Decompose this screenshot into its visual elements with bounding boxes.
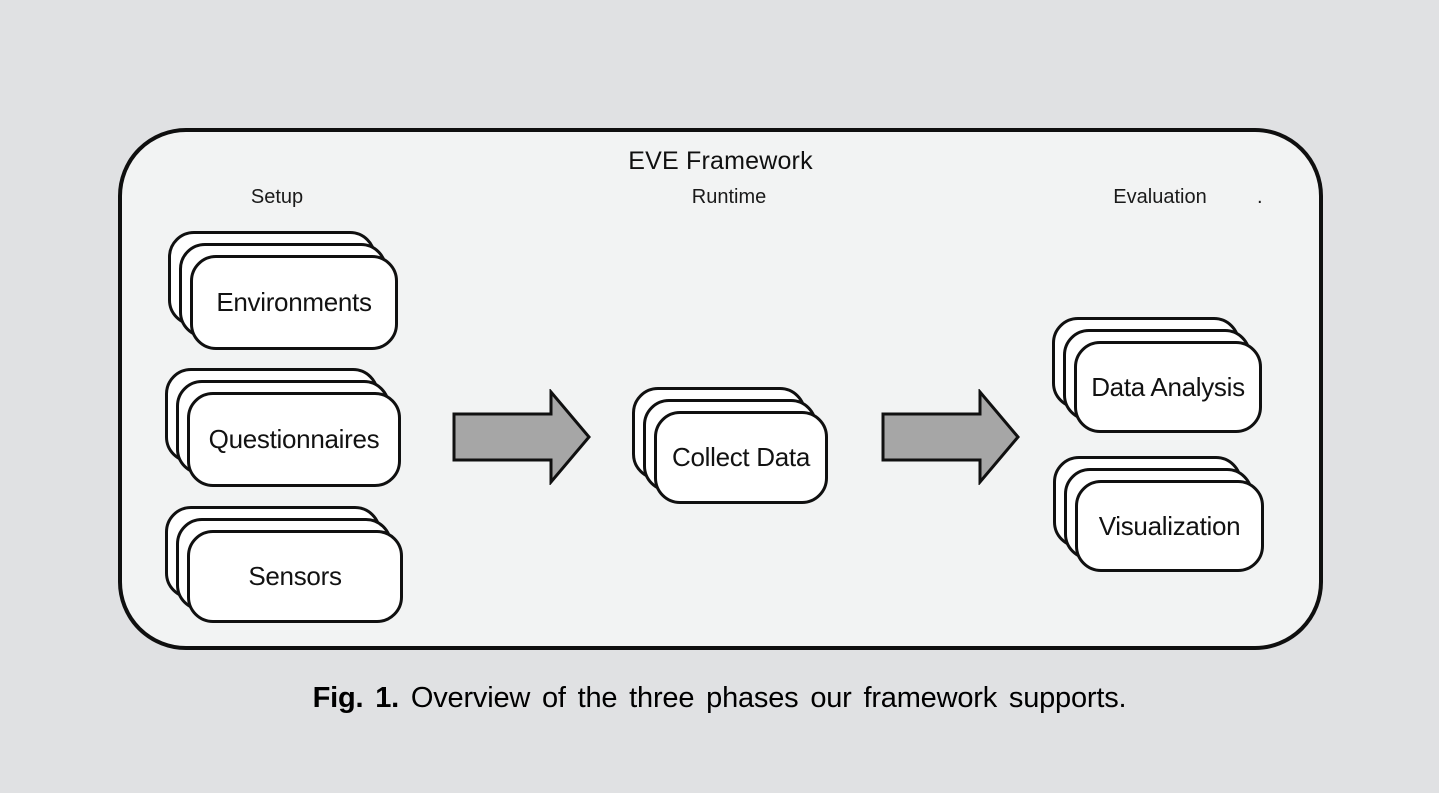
- stack-card-front: Sensors: [187, 530, 403, 623]
- stack-card-front: Collect Data: [654, 411, 828, 504]
- node-label-visualization: Visualization: [1098, 510, 1241, 541]
- stack-card-front: Questionnaires: [187, 392, 401, 487]
- phase-label-setup: Setup: [250, 186, 304, 208]
- stack-card-front: Visualization: [1075, 480, 1264, 572]
- diagram-title: EVE Framework: [628, 147, 813, 175]
- node-stack-questionnaires: Questionnaires: [165, 368, 401, 487]
- figure-caption-label: Fig. 1.: [312, 682, 400, 714]
- node-label-collect-data: Collect Data: [671, 442, 811, 472]
- node-label-sensors: Sensors: [248, 561, 342, 591]
- arrow-setup-to-runtime-icon: [452, 389, 591, 485]
- node-stack-data-analysis: Data Analysis: [1052, 317, 1262, 433]
- node-stack-collect-data: Collect Data: [632, 387, 828, 504]
- node-stack-sensors: Sensors: [165, 506, 403, 623]
- phase-label-evaluation: Evaluation: [1113, 186, 1207, 208]
- phase-label-runtime: Runtime: [691, 186, 767, 208]
- figure-caption-text: Overview of the three phases our framewo…: [410, 682, 1127, 714]
- evaluation-trailing-dot: .: [1257, 186, 1263, 208]
- node-label-environments: Environments: [216, 287, 372, 317]
- node-stack-environments: Environments: [168, 231, 398, 350]
- node-stack-visualization: Visualization: [1053, 456, 1264, 572]
- stack-card-front: Environments: [190, 255, 398, 350]
- arrow-runtime-to-evaluation-icon: [881, 389, 1020, 485]
- figure-caption: Fig. 1. Overview of the three phases our…: [0, 682, 1439, 715]
- stack-card-front: Data Analysis: [1074, 341, 1262, 433]
- node-label-data-analysis: Data Analysis: [1091, 371, 1245, 402]
- node-label-questionnaires: Questionnaires: [208, 424, 380, 454]
